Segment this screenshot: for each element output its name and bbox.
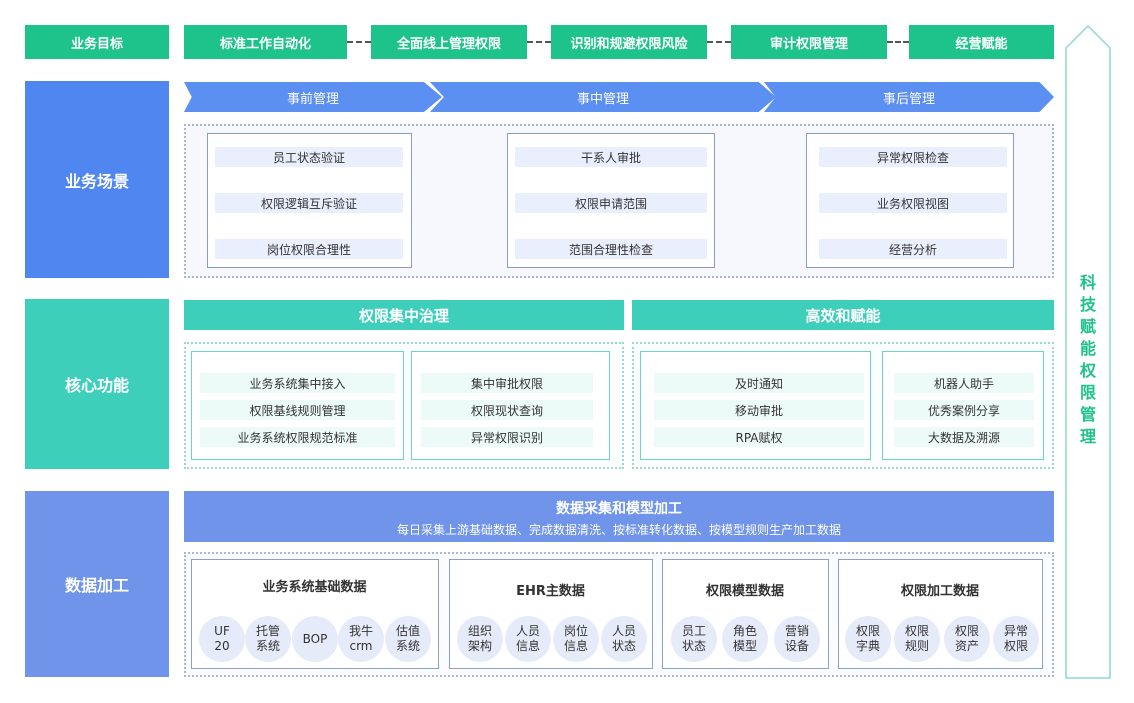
goal-item: 审计权限管理 [731, 25, 887, 59]
data-circle-label: 权限 字典 [855, 624, 880, 653]
core-item: 大数据及溯源 [894, 427, 1034, 447]
scene-item: 岗位权限合理性 [215, 239, 403, 259]
scene-label: 业务场景 [25, 81, 169, 278]
goal-label: 业务目标 [25, 25, 169, 59]
core-label: 核心功能 [25, 299, 169, 469]
scene-item: 权限逻辑互斥验证 [215, 193, 403, 213]
data-circle: 估值 系统 [385, 616, 431, 662]
data-group-title: 业务系统基础数据 [262, 580, 367, 595]
core-item: RPA赋权 [654, 427, 864, 447]
scene-item: 业务权限视图 [819, 193, 1007, 213]
scene-item: 权限申请范围 [515, 193, 707, 213]
core-box: 业务系统集中接入 权限基线规则管理 业务系统权限规范标准 [191, 351, 404, 460]
data-circle-label: 我牛 crm [348, 624, 373, 653]
data-circle: 权限 规则 [894, 616, 940, 662]
scene-item: 干系人审批 [515, 147, 707, 167]
data-group-title: 权限加工数据 [900, 584, 979, 599]
core-box: 集中审批权限 权限现状查询 异常权限识别 [411, 351, 610, 460]
scene-item: 员工状态验证 [215, 147, 403, 167]
data-circle-label: 异常 权限 [1003, 624, 1028, 653]
data-circle-label: 人员 状态 [611, 624, 636, 653]
core-item: 权限基线规则管理 [200, 400, 395, 420]
scene-box-after: 异常权限检查 业务权限视图 经营分析 [806, 133, 1014, 268]
data-group-title: EHR主数据 [516, 584, 585, 599]
data-circle-label: 权限 资产 [954, 624, 979, 653]
core-head-efficiency: 高效和赋能 [632, 300, 1054, 330]
data-circle: 托管 系统 [245, 616, 291, 662]
goal-item: 经营赋能 [909, 25, 1054, 59]
data-banner-subtitle: 每日采集上游基础数据、完成数据清洗、按标准转化数据、按模型规则生产加工数据 [396, 523, 841, 537]
data-label: 数据加工 [25, 491, 169, 677]
data-circle-label: 人员 信息 [515, 624, 540, 653]
data-circle-label: 角色 模型 [732, 624, 757, 653]
core-item: 移动审批 [654, 400, 864, 420]
data-circle: 权限 资产 [944, 616, 990, 662]
right-arrow-shape [1065, 24, 1111, 679]
scene-item: 范围合理性检查 [515, 239, 707, 259]
data-banner-title: 数据采集和模型加工 [556, 501, 682, 517]
phase-before: 事前管理 [184, 82, 442, 112]
data-circle-label: UF 20 [214, 624, 230, 653]
data-circle-label: 托管 系统 [255, 624, 280, 653]
right-title: 科技赋能权限管理 [1079, 273, 1096, 446]
scene-item: 异常权限检查 [819, 147, 1007, 167]
goal-item: 全面线上管理权限 [371, 25, 527, 59]
scene-item: 经营分析 [819, 239, 1007, 259]
goal-connector [707, 41, 731, 43]
goal-connector [347, 41, 371, 43]
data-circle: 我牛 crm [338, 616, 384, 662]
scene-box-during: 干系人审批 权限申请范围 范围合理性检查 [507, 133, 715, 268]
core-head-governance: 权限集中治理 [184, 300, 624, 330]
data-circle: 异常 权限 [993, 616, 1039, 662]
phase-during: 事中管理 [430, 82, 776, 112]
goal-item: 标准工作自动化 [184, 25, 347, 59]
core-box: 机器人助手 优秀案例分享 大数据及溯源 [882, 351, 1044, 460]
data-circle-label: 估值 系统 [395, 624, 420, 653]
data-circle: 组织 架构 [457, 616, 503, 662]
scene-box-before: 员工状态验证 权限逻辑互斥验证 岗位权限合理性 [207, 133, 412, 268]
core-item: 权限现状查询 [421, 400, 593, 420]
data-circle-label: 权限 规则 [904, 624, 929, 653]
data-circle: UF 20 [199, 616, 245, 662]
data-circle: 人员 信息 [505, 616, 551, 662]
goal-connector [887, 41, 909, 43]
core-item: 业务系统权限规范标准 [200, 427, 395, 447]
core-item: 集中审批权限 [421, 373, 593, 393]
data-circle: 岗位 信息 [553, 616, 599, 662]
data-circle-label: BOP [302, 631, 328, 646]
core-item: 业务系统集中接入 [200, 373, 395, 393]
phase-after: 事后管理 [764, 82, 1054, 112]
goal-item: 识别和规避权限风险 [551, 25, 707, 59]
data-circle-label: 岗位 信息 [563, 624, 588, 653]
data-circle: BOP [292, 616, 338, 662]
core-item: 异常权限识别 [421, 427, 593, 447]
data-circle-label: 组织 架构 [467, 624, 492, 653]
data-banner: 数据采集和模型加工 每日采集上游基础数据、完成数据清洗、按标准转化数据、按模型规… [184, 491, 1054, 542]
data-circle-label: 员工 状态 [681, 624, 706, 653]
data-circle: 营销 设备 [774, 616, 820, 662]
data-circle: 角色 模型 [722, 616, 768, 662]
core-box: 及时通知 移动审批 RPA赋权 [640, 351, 871, 460]
core-item: 机器人助手 [894, 373, 1034, 393]
data-group-title: 权限模型数据 [705, 584, 784, 599]
data-circle: 人员 状态 [601, 616, 647, 662]
goal-connector [527, 41, 551, 43]
data-circle-label: 营销 设备 [784, 624, 809, 653]
core-item: 及时通知 [654, 373, 864, 393]
core-item: 优秀案例分享 [894, 400, 1034, 420]
data-circle: 员工 状态 [671, 616, 717, 662]
data-circle: 权限 字典 [845, 616, 891, 662]
